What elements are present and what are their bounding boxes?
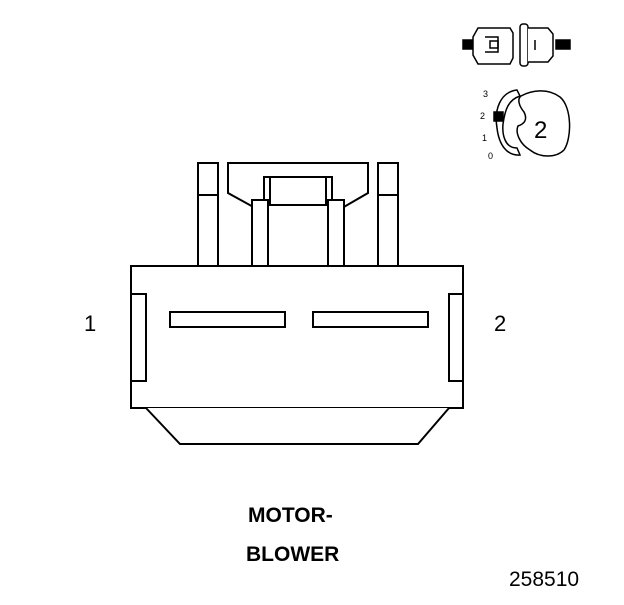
- position-label-3: 3: [483, 89, 488, 99]
- left-latch-tab: [197, 162, 219, 267]
- title-line-1: MOTOR-: [248, 504, 333, 527]
- pin-label-left: 1: [84, 311, 96, 336]
- left-post: [251, 199, 269, 267]
- connector-orientation-icon: [462, 23, 571, 67]
- position-key-icon: [493, 89, 571, 157]
- terminal-slot-1: [169, 311, 286, 328]
- terminal-slot-2: [312, 311, 429, 328]
- right-latch-tab: [377, 162, 399, 267]
- position-label-1: 1: [482, 133, 487, 143]
- pin-label-right: 2: [494, 311, 506, 336]
- bottom-skirt: [145, 407, 450, 445]
- center-lock: [263, 176, 333, 206]
- title-line-2: BLOWER: [246, 543, 339, 566]
- right-rail: [448, 293, 464, 382]
- right-post: [327, 199, 345, 267]
- center-post: [267, 204, 329, 267]
- figure-number: 258510: [509, 568, 579, 591]
- position-label-0: 0: [488, 151, 493, 161]
- connector-body: [130, 162, 464, 445]
- main-housing: [130, 265, 464, 409]
- position-selected: 2: [534, 117, 547, 144]
- left-rail: [130, 293, 147, 382]
- position-label-2: 2: [480, 111, 485, 121]
